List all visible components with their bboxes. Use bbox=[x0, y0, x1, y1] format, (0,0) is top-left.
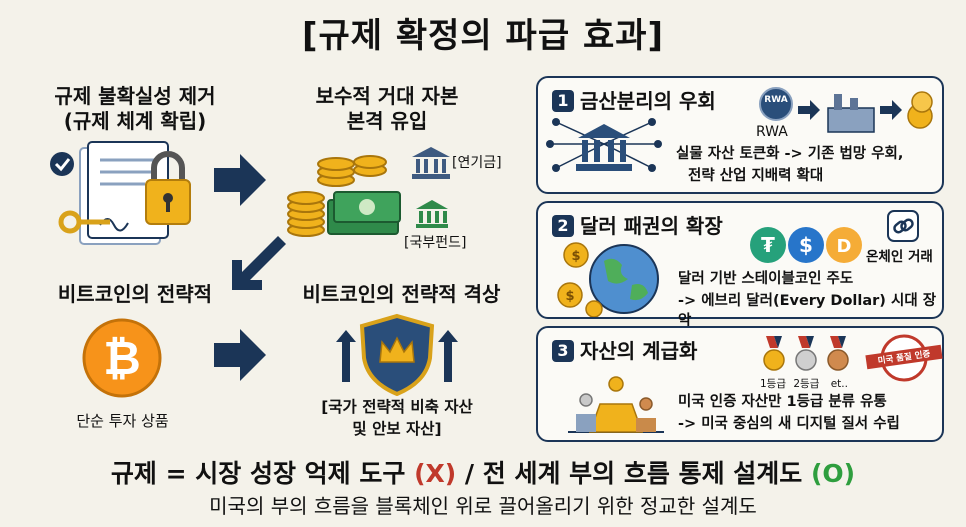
reserve-line1: [국가 전략적 비축 자산 bbox=[321, 398, 473, 416]
step4-label: 비트코인의 전략적 격상 bbox=[302, 282, 501, 306]
step3-label: 비트코인의 전략적 bbox=[57, 282, 213, 306]
x-mark: (X) bbox=[414, 459, 457, 488]
panel-1-line2: 전략 산업 지배력 확대 bbox=[688, 168, 824, 184]
svg-text:$: $ bbox=[565, 289, 574, 304]
panel-2-line1: 달러 기반 스테이블코인 주도 bbox=[678, 271, 854, 287]
bitcoin-icon: ₿ bbox=[82, 318, 162, 398]
medals-icon bbox=[763, 336, 849, 371]
panel-1-line1: 실물 자산 토큰화 -> 기존 법망 우회, bbox=[676, 146, 904, 162]
panel-2-line2: -> 에브리 달러(Every Dollar) 시대 장악 bbox=[678, 293, 937, 329]
step1-label: 규제 불확실성 제거 (규제 체계 확립) bbox=[20, 84, 250, 134]
reserve-line2: 및 안보 자산] bbox=[352, 420, 442, 438]
flow-arrow-icon bbox=[798, 100, 820, 120]
panel-3-title-text: 자산의 계급화 bbox=[580, 339, 698, 363]
panel-1-number: 1 bbox=[552, 90, 574, 112]
stablecoin-icons: ₮ $ D bbox=[750, 227, 862, 263]
podium-icon bbox=[568, 376, 664, 433]
panel-2-number: 2 bbox=[552, 215, 574, 237]
onchain-label: 온체인 거래 bbox=[866, 249, 933, 265]
medal-label-1: 1등급 bbox=[760, 378, 787, 390]
panel-1-title: 1 금산분리의 우회 bbox=[552, 85, 716, 114]
step2-line1: 보수적 거대 자본 bbox=[315, 84, 459, 108]
svg-text:₮: ₮ bbox=[761, 233, 775, 257]
strategic-reserve-label: [국가 전략적 비축 자산 및 안보 자산] bbox=[292, 396, 502, 440]
step1-line2: (규제 체계 확립) bbox=[63, 109, 207, 133]
svg-text:$: $ bbox=[799, 233, 813, 257]
arrow-down-left-icon bbox=[232, 236, 286, 290]
step1-line1: 규제 불확실성 제거 bbox=[54, 84, 216, 108]
shield-crown-icon bbox=[336, 313, 458, 396]
panel-2-title-text: 달러 패권의 확장 bbox=[580, 214, 723, 238]
step2-label: 보수적 거대 자본 본격 유입 bbox=[272, 84, 502, 134]
medal-labels: 1등급 2등급 et.. bbox=[760, 376, 848, 391]
panel-2-title: 2 달러 패권의 확장 bbox=[552, 210, 723, 239]
arrow-right-icon bbox=[214, 154, 266, 206]
rwa-badge-icon bbox=[759, 87, 793, 121]
o-mark: (O) bbox=[810, 459, 856, 488]
simple-product-label: 단순 투자 상품 bbox=[76, 412, 169, 430]
page-title: [규제 확정의 파급 효과] bbox=[301, 16, 665, 56]
conclusion-headline: 규제 = 시장 성장 억제 도구 (X) / 전 세계 부의 흐름 통제 설계도… bbox=[0, 454, 966, 490]
panel-1: 1 금산분리의 우회 RWA RWA 실물 자산 토큰화 -> 기존 법망 우회,… bbox=[536, 76, 944, 194]
globe-dollar-icon: $$ bbox=[557, 242, 659, 317]
chain-link-icon bbox=[887, 210, 919, 242]
svg-text:₿: ₿ bbox=[103, 331, 141, 385]
panel-3-line1: 미국 인증 자산만 1등급 분류 유통 bbox=[678, 394, 887, 410]
rwa-label: RWA bbox=[756, 124, 788, 140]
panel-3-title: 3 자산의 계급화 bbox=[552, 335, 697, 364]
step2-line2: 본격 유입 bbox=[346, 109, 428, 133]
pension-building-icon bbox=[412, 147, 450, 179]
money-pile-icon bbox=[287, 155, 401, 237]
sovereign-fund-tag: [국부펀드] bbox=[404, 235, 467, 251]
panel-1-title-text: 금산분리의 우회 bbox=[580, 89, 716, 113]
conclusion-subtitle: 미국의 부의 흐름을 블록체인 위로 끌어올리기 위한 정교한 설계도 bbox=[209, 494, 757, 518]
pension-tag: [연기금] bbox=[452, 155, 502, 171]
conclusion-middle: / 전 세계 부의 흐름 통제 설계도 bbox=[456, 459, 811, 488]
svg-text:$: $ bbox=[571, 249, 580, 264]
panel-3-line2: -> 미국 중심의 새 디지털 질서 수립 bbox=[678, 416, 900, 432]
document-lock-icon bbox=[50, 141, 191, 245]
factory-icon bbox=[827, 107, 875, 133]
medal-label-3: et.. bbox=[830, 378, 848, 390]
bank-network-icon bbox=[546, 118, 662, 172]
rwa-flow-icons bbox=[798, 91, 933, 133]
sovereign-fund-icon bbox=[416, 200, 448, 228]
panel-3-number: 3 bbox=[552, 340, 574, 362]
rwa-badge-text: RWA bbox=[764, 95, 788, 105]
arrow-right-icon-2 bbox=[214, 329, 266, 381]
medal-label-2: 2등급 bbox=[793, 378, 820, 390]
svg-text:D: D bbox=[837, 236, 852, 257]
conclusion-prefix: 규제 = 시장 성장 억제 도구 bbox=[110, 459, 415, 488]
